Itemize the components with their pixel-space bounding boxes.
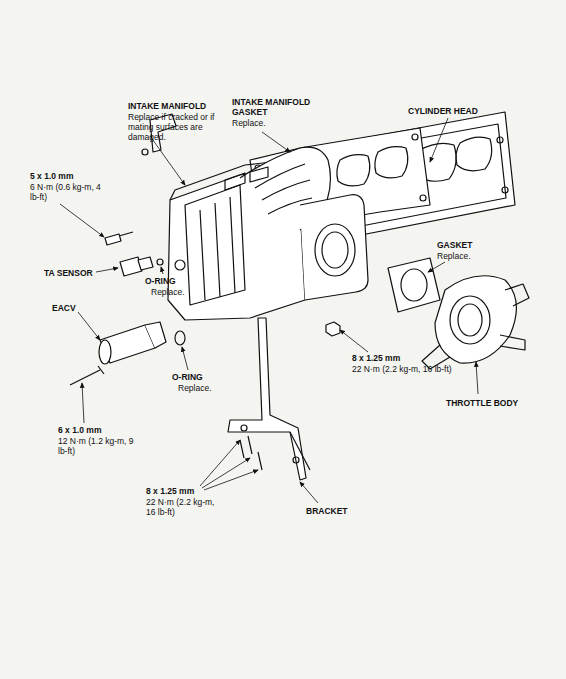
part-name: INTAKE MANIFOLD GASKET — [232, 97, 320, 117]
note: Replace. — [178, 383, 212, 393]
throttle-gasket — [388, 258, 440, 312]
part-name: THROTTLE BODY — [446, 398, 518, 408]
gasket-bore — [401, 269, 427, 301]
torque-spec: 22 N·m (2.2 kg-m, 16 lb-ft) — [352, 364, 452, 374]
bolt — [105, 232, 133, 245]
part-name: INTAKE MANIFOLD — [128, 101, 206, 111]
part-name: BRACKET — [306, 506, 348, 516]
torque-spec: 12 N·m (1.2 kg-m, 9 lb-ft) — [58, 436, 134, 456]
part-name: TA SENSOR — [44, 268, 93, 278]
intake-manifold — [168, 147, 368, 320]
part-name: GASKET — [437, 240, 472, 250]
note: Replace if cracked or if mating surfaces… — [128, 112, 236, 142]
bolt — [240, 436, 262, 470]
part-name: CYLINDER HEAD — [408, 106, 478, 116]
dimension: 6 x 1.0 mm — [58, 425, 101, 435]
part-name: O-RING — [172, 372, 203, 382]
note: Replace. — [437, 251, 471, 261]
throttle-body — [422, 276, 529, 369]
note: Replace. — [151, 287, 185, 297]
torque-spec: 22 N·m (2.2 kg-m, 16 lb-ft) — [146, 497, 224, 517]
torque-spec: 6 N·m (0.6 kg-m, 4 lb-ft) — [30, 182, 112, 202]
dimension: 5 x 1.0 mm — [30, 171, 73, 181]
nut — [326, 322, 340, 336]
bolt — [142, 149, 148, 155]
ta-sensor — [120, 257, 163, 276]
part-name: EACV — [52, 303, 76, 313]
bracket — [228, 318, 310, 480]
dimension: 8 x 1.25 mm — [352, 353, 400, 363]
eacv — [70, 322, 185, 385]
dimension: 8 x 1.25 mm — [146, 486, 194, 496]
part-name: O-RING — [145, 276, 176, 286]
note: Replace. — [232, 118, 266, 128]
